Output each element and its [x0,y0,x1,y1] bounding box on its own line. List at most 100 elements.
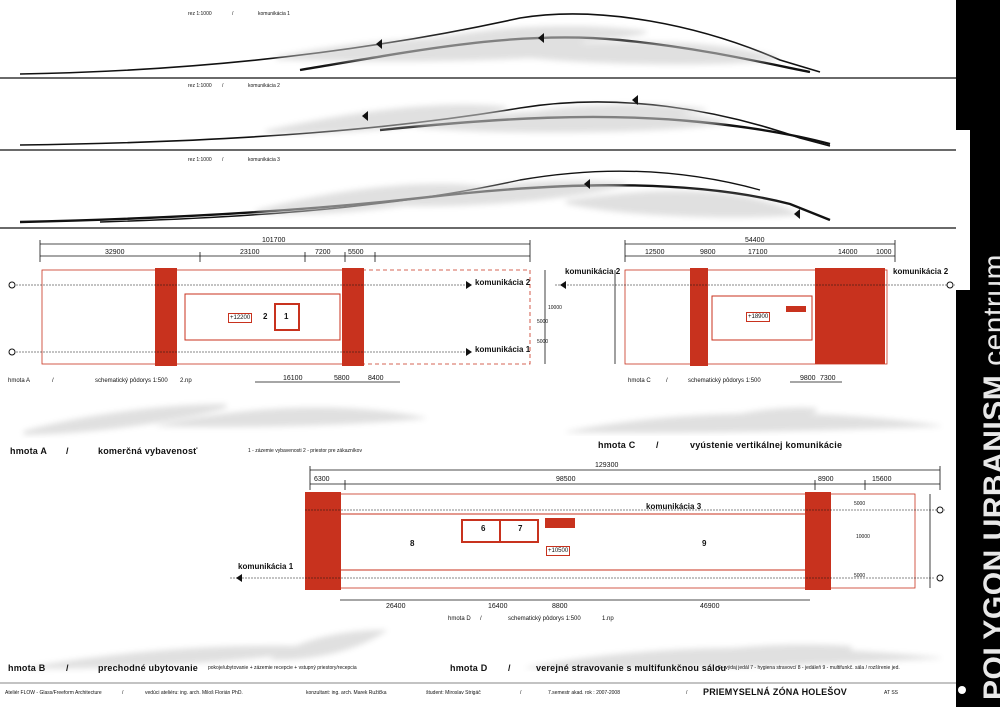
section-3-drawing [19,170,831,224]
mass-title: hmota A [10,446,48,456]
room-number: 9 [702,539,707,548]
dim-label: 7200 [315,249,331,256]
section-1-scale: rez 1:1000 [188,11,212,17]
project-title: PRIEMYSELNÁ ZÓNA HOLEŠOV [703,687,847,697]
dim-label: 32900 [105,249,125,256]
mass-title: hmota C [598,440,636,450]
mass-title: hmota B [8,663,46,673]
dim-label: 8900 [818,476,834,483]
mass-note: pokoje/ubytovanie + zázemie recepcie + v… [208,665,357,671]
footer-student: študent: Miroslav Strigáč [426,690,481,696]
mass-a-drawing [17,396,421,427]
room-number: 2 [263,312,268,321]
dim-label: 129300 [595,462,619,469]
dim-label: 10000 [856,534,870,540]
caption-desc: schematický pôdorys 1:500 [95,378,168,384]
mass-desc: verejné stravovanie s multifunkčnou sálo… [536,663,727,673]
caption-sep: / [480,616,482,622]
mass-sep: / [656,440,659,450]
section-3-sep: / [222,157,224,163]
dim-label: 16400 [488,603,508,610]
arrow-label: komunikácia 2 [893,267,949,276]
mass-note: 1 - zázemie vybavenosti 2 - priestor pre… [248,448,362,454]
mass-sep: / [66,446,69,456]
footer-sep: / [122,690,124,696]
dim-label: 26400 [386,603,406,610]
section-1-name: komunikácia 1 [258,11,290,17]
dim-label: 8400 [368,375,384,382]
arrow-label: komunikácia 2 [475,278,531,287]
level-marker: +10500 [546,546,571,556]
brand-main: POLYGON URBANISM [978,374,1000,700]
footer-year: 7.semestr akad. rok : 2007-2008 [548,690,620,696]
footer-lead: vedúci ateliéru: ing. arch. Miloš Floriá… [145,690,243,696]
caption-desc: schematický pôdorys 1:500 [508,616,581,622]
dim-label: 17100 [748,249,768,256]
dim-label: 12500 [645,249,665,256]
section-1-sep: / [232,11,234,17]
section-2-name: komunikácia 2 [248,83,280,89]
mass-desc: komerčná vybavenosť [98,446,198,456]
section-2-sep: / [222,83,224,89]
room-number: 6 [481,524,486,533]
mass-desc: vyústenie vertikálnej komunikácie [690,440,843,450]
dim-label: 6300 [314,476,330,483]
dim-label: 23100 [240,249,260,256]
arrow-label: komunikácia 3 [646,502,702,511]
footer-sep: / [520,690,522,696]
dim-label: 16100 [283,375,303,382]
plan-a [8,240,546,383]
arrow-label: komunikácia 1 [475,345,531,354]
caption-title: hmota A [8,378,31,384]
dim-label: 98500 [556,476,576,483]
dim-label: 5000 [537,319,549,325]
footer-consult: konzultant: ing. arch. Marek Ružička [306,690,387,696]
dim-label: 46900 [700,603,720,610]
arrow-label: komunikácia 1 [238,562,294,571]
dim-label: 101700 [262,237,286,244]
room-number: 1 [284,312,289,321]
dim-label: 15600 [872,476,892,483]
plan-c [555,240,955,383]
footer-atelier: Ateliér FLOW - Glass/Freeform Architectu… [5,690,102,696]
level-marker: +18900 [746,312,771,322]
dim-label: 1000 [876,249,892,256]
dim-label: 5800 [334,375,350,382]
section-3-name: komunikácia 3 [248,157,280,163]
dim-label: 5000 [854,573,866,579]
mass-sep: / [508,663,511,673]
mass-b-drawing [19,621,382,661]
dim-label: 9800 [700,249,716,256]
caption-desc: schematický pôdorys 1:500 [688,378,761,384]
caption-sep: / [666,378,668,384]
section-1-drawing [19,13,821,75]
level-marker: +12200 [228,313,253,323]
dim-label: 10000 [548,305,562,311]
dim-label: 14000 [838,249,858,256]
dim-label: 9800 [800,375,816,382]
brand-cutout [956,130,970,290]
brand-sidebar [956,0,1000,707]
mass-d-drawing [519,636,936,661]
mass-note: 6 - výdaj jedál 7 - hygiena stravovcí 8 … [718,665,900,671]
caption-sep: / [52,378,54,384]
dim-label: 8800 [552,603,568,610]
section-2-drawing [19,95,831,147]
caption-title: hmota C [628,378,651,384]
dim-label: 7300 [820,375,836,382]
section-2-scale: rez 1:1000 [188,83,212,89]
dim-label: 5500 [348,249,364,256]
room-number: 7 [518,524,523,533]
dim-label: 5000 [537,339,549,345]
footer-sep: / [686,690,688,696]
brand-sub: centrum [978,254,1000,366]
mass-title: hmota D [450,663,488,673]
section-3-scale: rez 1:1000 [188,157,212,163]
caption-floor: 2.np [180,378,192,384]
brand-logo: POLYGON URBANISM centrum [978,254,1000,700]
mass-desc: prechodné ubytovanie [98,663,199,673]
caption-floor: 1.np [602,616,614,622]
dim-label: 5000 [854,501,866,507]
arrow-label: komunikácia 2 [565,267,621,276]
